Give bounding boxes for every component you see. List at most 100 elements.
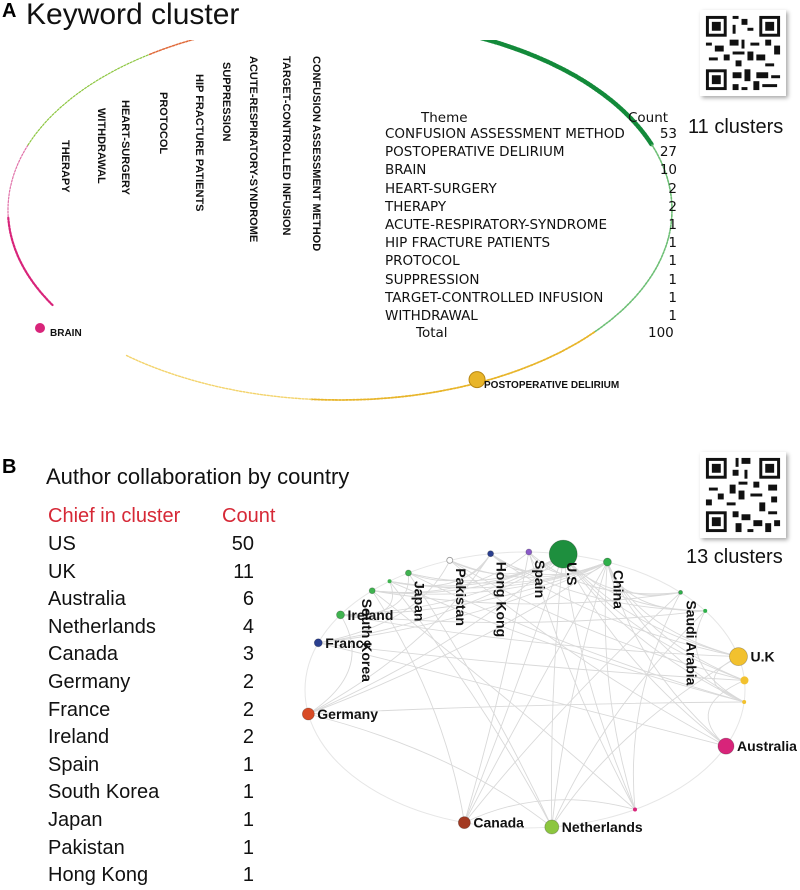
country-label: China bbox=[610, 570, 626, 609]
country-node-minor bbox=[633, 807, 637, 812]
country-count-cell: 1 bbox=[242, 781, 254, 804]
country-label: Netherlands bbox=[562, 819, 643, 835]
collaboration-edge bbox=[408, 572, 553, 828]
collaboration-edge bbox=[551, 610, 706, 828]
collaboration-edge bbox=[372, 551, 530, 593]
theme-header: Theme bbox=[421, 110, 468, 126]
keyword-label: WITHDRAWAL bbox=[95, 108, 107, 184]
keyword-label: HIP FRACTURE PATIENTS bbox=[193, 74, 205, 212]
collaboration-edge bbox=[528, 551, 681, 595]
country-count-header: Count bbox=[222, 505, 276, 527]
total-value: 100 bbox=[648, 325, 674, 341]
collaboration-edge bbox=[551, 554, 564, 828]
country-label: France bbox=[325, 635, 371, 651]
country-node bbox=[368, 587, 376, 595]
keyword-label: ACUTE-RESPIRATORY-SYNDROME bbox=[247, 56, 259, 242]
keyword-arc bbox=[593, 144, 673, 333]
country-count-cell: 1 bbox=[242, 864, 254, 887]
panel-b-title: Author collaboration by country bbox=[46, 464, 350, 489]
collaboration-edge bbox=[340, 614, 739, 658]
country-count-cell: 2 bbox=[242, 698, 254, 721]
collaboration-edge bbox=[408, 553, 491, 582]
count-cell: 53 bbox=[659, 126, 677, 142]
country-cell: France bbox=[48, 698, 111, 721]
country-label: U.K bbox=[751, 649, 775, 665]
collaboration-edge bbox=[632, 592, 681, 810]
keyword-label: SUPPRESSION bbox=[220, 62, 232, 142]
country-count-cell: 4 bbox=[242, 615, 254, 638]
keyword-label: TARGET-CONTROLLED INFUSION bbox=[280, 56, 292, 236]
collaboration-edge bbox=[340, 581, 394, 617]
country-cell: UK bbox=[48, 560, 76, 583]
keyword-label: PROTOCOL bbox=[157, 92, 169, 154]
collaboration-edge bbox=[551, 656, 739, 828]
collaboration-edge bbox=[449, 559, 727, 747]
collaboration-edge bbox=[604, 561, 636, 810]
collaboration-edge bbox=[371, 590, 636, 810]
country-node-minor bbox=[703, 608, 708, 613]
collaboration-edge bbox=[551, 561, 608, 828]
country-node bbox=[603, 557, 612, 567]
country-node bbox=[525, 548, 533, 556]
country-count-cell: 11 bbox=[233, 560, 254, 583]
theme-cell: SUPPRESSION bbox=[385, 271, 480, 288]
collaboration-edge bbox=[449, 559, 745, 681]
collaboration-edge bbox=[340, 572, 409, 616]
collaboration-edge bbox=[318, 642, 745, 681]
qr-code-a bbox=[700, 10, 786, 96]
count-cell: 2 bbox=[668, 198, 677, 215]
country-node bbox=[548, 539, 578, 569]
collaboration-edge bbox=[408, 572, 745, 703]
postoperative-delirium-node bbox=[468, 371, 486, 389]
country-node bbox=[457, 816, 471, 830]
count-cell: 1 bbox=[668, 217, 677, 233]
collaboration-edge bbox=[528, 551, 608, 575]
keyword-arc bbox=[479, 40, 655, 148]
country-cell: South Korea bbox=[48, 781, 160, 804]
collaboration-edge bbox=[318, 560, 451, 644]
theme-cell: PROTOCOL bbox=[385, 253, 460, 270]
country-node bbox=[336, 610, 345, 620]
collaboration-edge bbox=[464, 799, 636, 824]
country-node bbox=[678, 590, 683, 595]
country-label: Ireland bbox=[348, 607, 394, 623]
country-cell: Pakistan bbox=[48, 836, 125, 859]
collaboration-edge bbox=[308, 553, 491, 715]
country-cell: Japan bbox=[48, 809, 103, 831]
country-cell: Australia bbox=[48, 588, 126, 611]
collaboration-edge bbox=[318, 561, 608, 644]
theme-cell: ACUTE-RESPIRATORY-SYNDROME bbox=[385, 217, 607, 233]
country-cell: Ireland bbox=[48, 726, 110, 749]
count-cell: 1 bbox=[668, 271, 677, 288]
panel-a-title: Keyword cluster bbox=[26, 0, 240, 31]
country-node bbox=[301, 707, 315, 721]
collaboration-edge bbox=[490, 553, 739, 658]
panel-a-letter: A bbox=[2, 0, 17, 22]
collaboration-edge bbox=[695, 610, 745, 703]
country-count-cell: 2 bbox=[242, 726, 254, 749]
country-node bbox=[487, 550, 494, 558]
theme-cell: TARGET-CONTROLLED INFUSION bbox=[385, 289, 604, 306]
collaboration-edge bbox=[707, 679, 745, 747]
theme-cell: CONFUSION ASSESSMENT METHOD bbox=[385, 126, 625, 142]
country-label: Spain bbox=[532, 560, 548, 598]
collaboration-edge bbox=[463, 551, 530, 823]
country-count-cell: 1 bbox=[242, 809, 254, 831]
collaboration-edge bbox=[318, 553, 564, 644]
country-label: U.S bbox=[564, 562, 580, 585]
country-label: Canada bbox=[473, 815, 524, 831]
collaboration-edge bbox=[562, 553, 745, 703]
collaboration-edge bbox=[389, 580, 745, 703]
theme-cell: WITHDRAWAL bbox=[385, 308, 478, 324]
country-label: Japan bbox=[411, 581, 427, 621]
country-cell: Canada bbox=[48, 643, 119, 666]
collaboration-edge bbox=[606, 561, 739, 658]
count-cell: 1 bbox=[668, 308, 677, 324]
total-label: Total bbox=[416, 325, 448, 341]
collaboration-edge bbox=[340, 561, 608, 616]
collaboration-edge bbox=[464, 561, 608, 823]
keyword-label: CONFUSION ASSESSMENT METHOD bbox=[310, 56, 322, 251]
country-count-cell: 50 bbox=[231, 533, 254, 555]
